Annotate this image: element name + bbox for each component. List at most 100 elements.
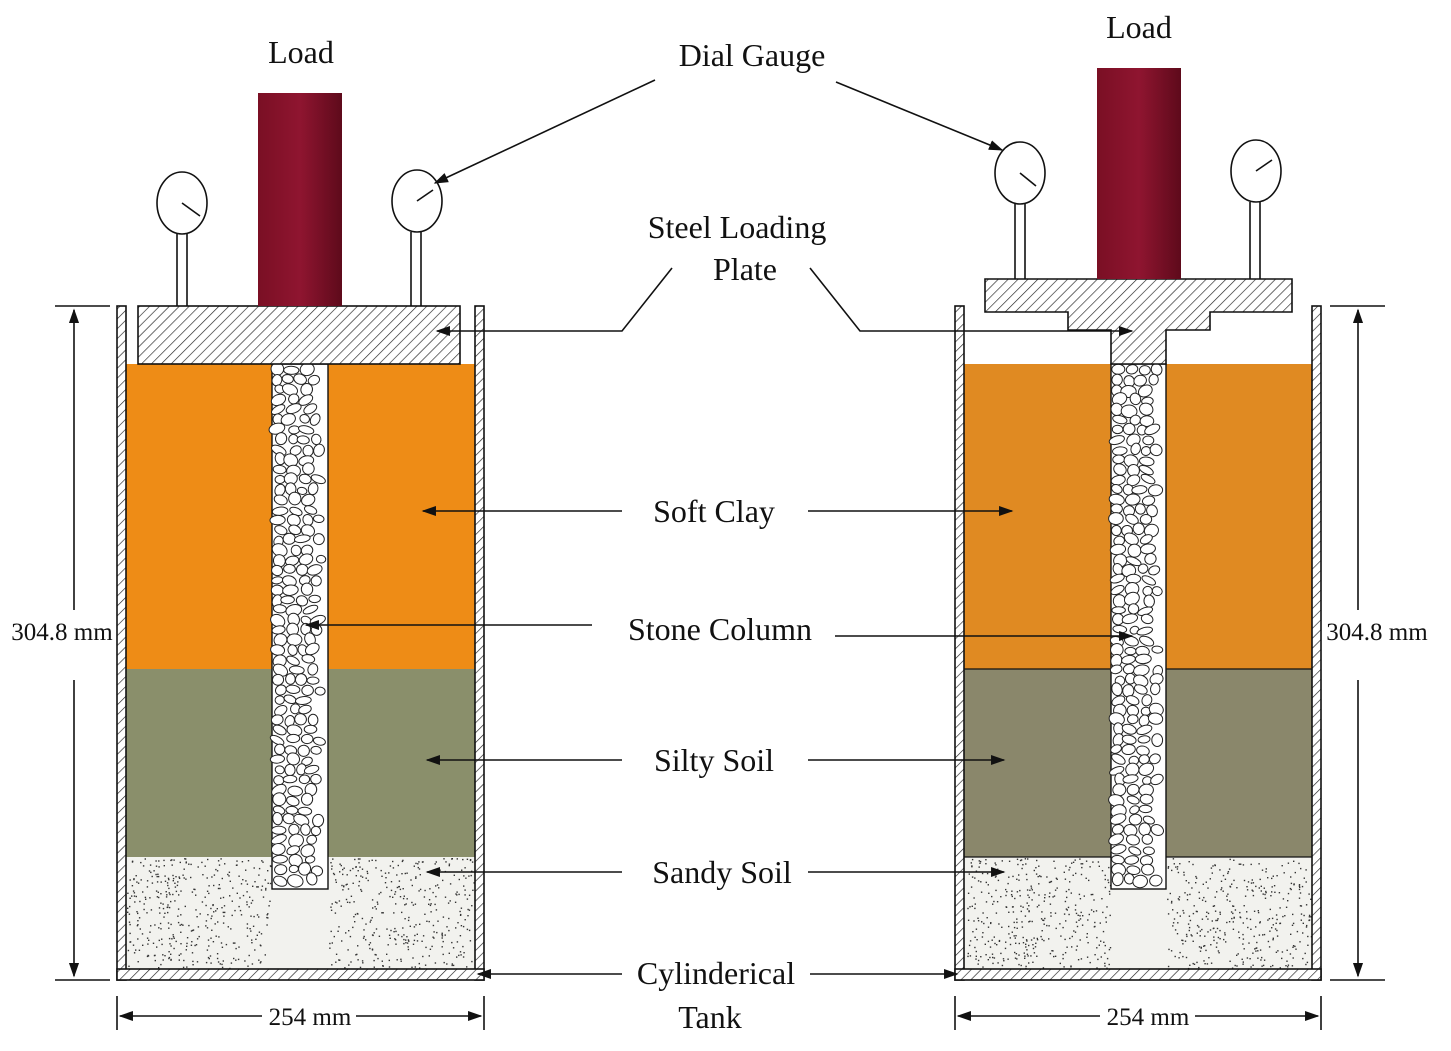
pebble — [294, 696, 312, 705]
pebble — [274, 864, 288, 876]
sand-grain — [995, 864, 997, 866]
sand-grain — [360, 890, 363, 892]
sand-grain — [1182, 943, 1184, 945]
sand-grain — [992, 962, 994, 965]
sand-grain — [242, 894, 245, 897]
sand-grain — [1171, 900, 1173, 903]
sand-grain — [230, 928, 232, 930]
sand-grain — [1186, 894, 1189, 896]
sand-grain — [362, 937, 365, 939]
pebble — [1126, 865, 1141, 875]
sand-grain — [1107, 881, 1110, 884]
sand-grain — [1298, 897, 1301, 899]
sand-grain — [145, 898, 147, 900]
sand-grain — [1088, 913, 1090, 916]
sand-grain — [430, 903, 432, 905]
sand-grain — [985, 863, 987, 865]
sand-grain — [357, 858, 360, 860]
sand-grain — [1020, 910, 1022, 913]
sand-grain — [217, 860, 220, 862]
sand-grain — [1101, 898, 1103, 900]
pebble — [1138, 464, 1154, 476]
sand-grain — [267, 882, 269, 884]
sand-grain — [413, 865, 415, 867]
sand-grain — [412, 943, 415, 945]
pebble — [1124, 855, 1140, 865]
sand-grain — [1279, 922, 1281, 925]
pebble — [1132, 874, 1148, 889]
sand-grain — [1174, 929, 1177, 931]
sand-grain — [1086, 956, 1089, 958]
pebble — [1125, 834, 1140, 846]
sand-grain — [1216, 891, 1218, 893]
sand-grain — [218, 936, 220, 938]
sand-grain — [1100, 940, 1102, 942]
sand-grain — [1287, 964, 1290, 966]
stone-pebbles-left — [268, 362, 327, 888]
sand-grain — [1104, 944, 1106, 947]
sand-grain — [1299, 886, 1301, 888]
sand-grain — [331, 942, 333, 944]
sand-grain — [1089, 961, 1091, 964]
pebble — [274, 684, 287, 696]
sand-grain — [258, 959, 260, 961]
pebble — [288, 491, 302, 506]
sand-grain — [458, 893, 460, 896]
pebble — [1121, 734, 1137, 745]
sand-grain — [350, 895, 353, 897]
sand-grain — [205, 925, 207, 927]
sand-grain — [1276, 935, 1279, 937]
sand-grain — [163, 865, 165, 867]
pebble — [280, 413, 296, 426]
sand-grain — [194, 888, 196, 891]
sand-grain — [448, 929, 450, 932]
sand-grain — [177, 881, 179, 883]
sand-grain — [335, 879, 337, 881]
pebble — [286, 655, 300, 666]
sand-grain — [987, 926, 990, 928]
sand-grain — [208, 892, 210, 895]
sand-grain — [449, 900, 451, 902]
sand-grain — [367, 879, 369, 882]
sand-grain — [195, 909, 197, 911]
sand-grain — [973, 897, 975, 899]
pebble — [293, 373, 307, 385]
sand-grain — [456, 956, 458, 958]
pebble — [1109, 573, 1125, 584]
sand-grain — [1198, 897, 1201, 899]
sand-grain — [1005, 894, 1007, 897]
sand-grain — [1222, 890, 1224, 892]
cylinderical-tank-label-line1: Cylinderical — [637, 955, 795, 991]
pebble — [301, 684, 314, 697]
sand-grain — [1075, 912, 1078, 915]
pebble — [297, 744, 310, 757]
pebble — [1108, 512, 1124, 526]
sand-grain — [472, 889, 474, 891]
pebble — [288, 665, 305, 675]
sand-grain — [1233, 917, 1235, 919]
sand-grain — [967, 919, 970, 921]
sand-grain — [1300, 919, 1302, 921]
pebble — [285, 673, 296, 685]
sand-grain — [178, 954, 180, 956]
sand-grain — [439, 869, 441, 871]
sand-grain — [1302, 922, 1304, 924]
sand-grain — [423, 896, 426, 898]
sand-grain — [190, 930, 193, 932]
pebble — [1150, 682, 1161, 696]
sand-grain — [380, 869, 382, 872]
sand-grain — [1176, 868, 1179, 870]
sand-grain — [1243, 879, 1246, 882]
sand-grain — [1257, 957, 1259, 959]
sand-grain — [1211, 920, 1213, 922]
sand-grain — [468, 909, 471, 911]
sand-grain — [196, 916, 198, 918]
sand-grain — [195, 894, 197, 896]
sand-grain — [1021, 921, 1023, 923]
sand-grain — [232, 942, 235, 944]
sand-grain — [1232, 928, 1235, 930]
sand-grain — [1074, 909, 1077, 911]
sand-grain — [1248, 942, 1250, 944]
pebble — [1126, 795, 1140, 805]
pebble — [283, 365, 300, 375]
